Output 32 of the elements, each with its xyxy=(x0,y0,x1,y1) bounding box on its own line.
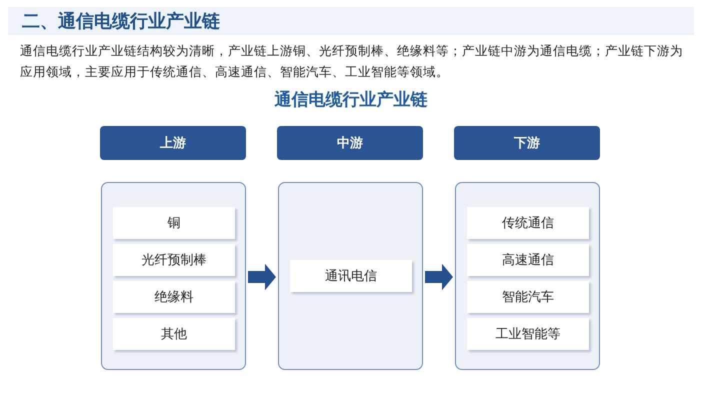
stage-header xyxy=(277,126,423,160)
stage-panel xyxy=(101,182,246,370)
section-heading: 二、通信电缆行业产业链 xyxy=(22,10,220,33)
node-label: 智能汽车 xyxy=(502,289,554,306)
item-box xyxy=(290,260,412,292)
node-label: 高速通信 xyxy=(502,252,554,269)
node-label: 传统通信 xyxy=(502,215,554,232)
node-label: 上游 xyxy=(160,135,186,152)
item-box xyxy=(467,244,589,276)
block-arrow xyxy=(248,264,276,290)
node-label: 下游 xyxy=(514,135,540,152)
item-box xyxy=(113,318,235,350)
item-box xyxy=(113,207,235,239)
item-box xyxy=(467,207,589,239)
block-arrow xyxy=(425,264,453,290)
item-box xyxy=(467,318,589,350)
node-label: 其他 xyxy=(161,326,187,343)
stage-panel xyxy=(278,182,423,370)
stage-panel xyxy=(455,182,600,370)
node-label: 光纤预制棒 xyxy=(142,252,206,269)
stage-header xyxy=(454,126,600,160)
diagram-title: 通信电缆行业产业链 xyxy=(274,89,428,111)
item-box xyxy=(113,281,235,313)
node-label: 绝缘料 xyxy=(154,289,194,306)
description-paragraph: 通信电缆行业产业链结构较为清晰，产业链上游铜、光纤预制棒、绝缘料等；产业链中游为通信电缆；产业链下游为应用领域，主要应用于传统通信、高速通信、智能汽车、工业智能等领域。 xyxy=(20,42,684,81)
stage-header xyxy=(100,126,246,160)
node-label: 工业智能等 xyxy=(496,326,560,343)
node-label: 通讯电信 xyxy=(325,268,377,285)
item-box xyxy=(467,281,589,313)
node-label: 中游 xyxy=(337,135,363,152)
item-box xyxy=(113,244,235,276)
node-label: 铜 xyxy=(168,215,180,232)
